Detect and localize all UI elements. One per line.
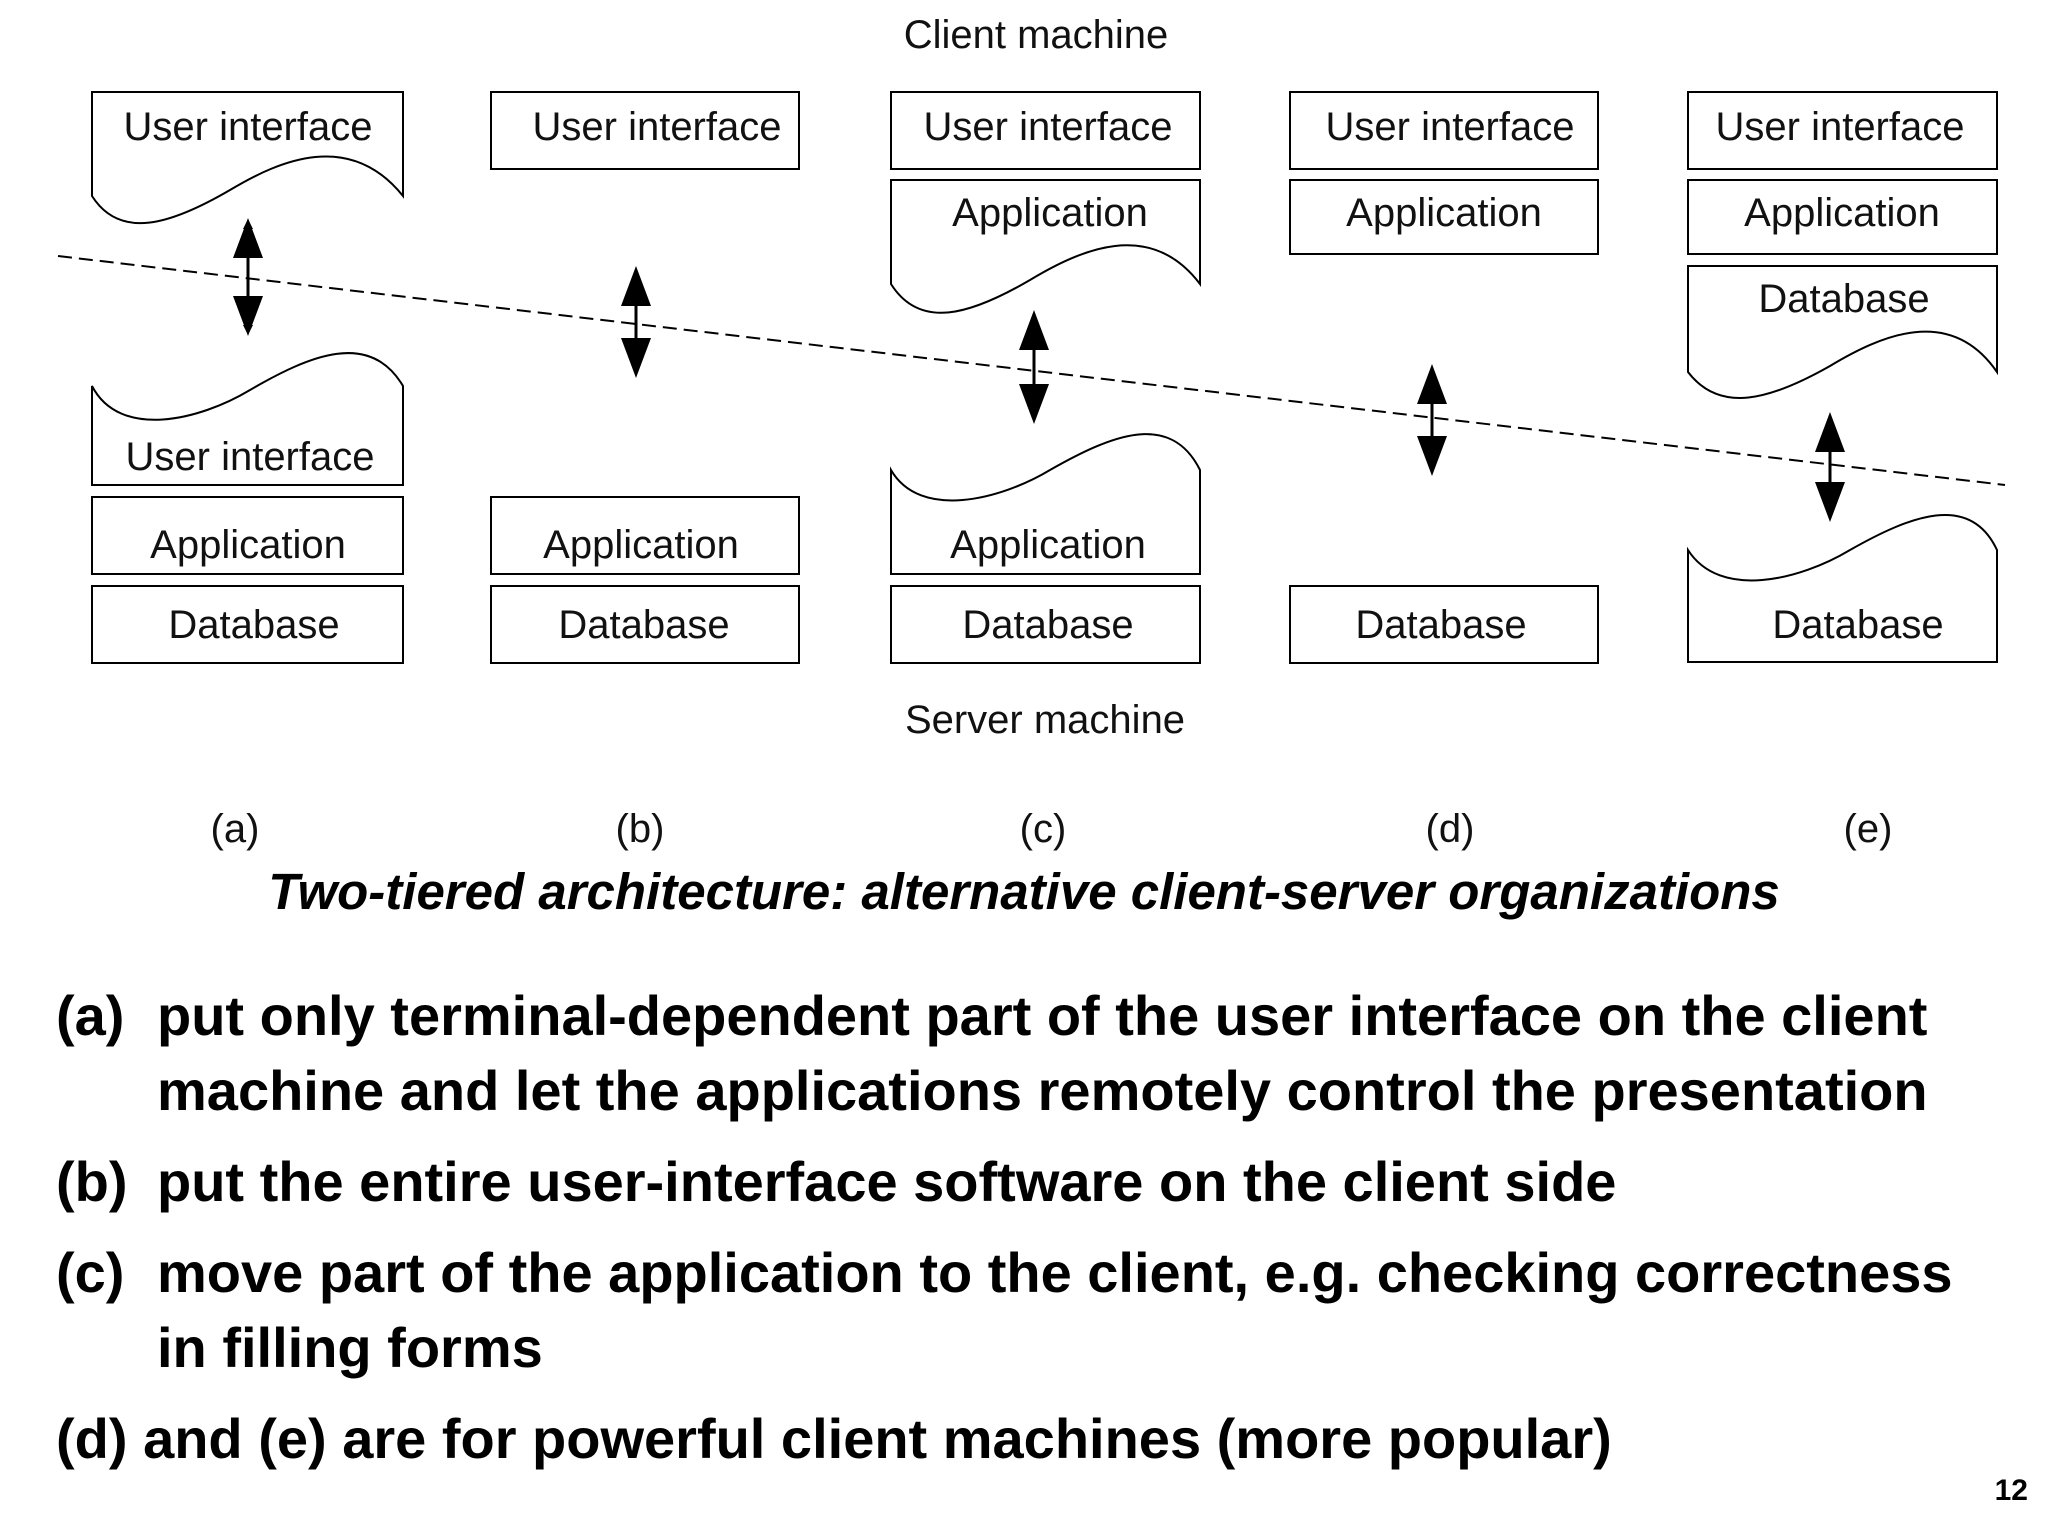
box-label: Database (558, 603, 729, 647)
box (890, 91, 1201, 170)
partial-box-server (91, 352, 404, 486)
column-c: User interface Application Application D… (890, 91, 1201, 851)
partial-box-server (1687, 514, 1998, 663)
box-label: Database (1758, 277, 1929, 321)
bullet-item-b: (b) put the entire user-interface softwa… (56, 1144, 1986, 1219)
column-a: User interface User interface Applicatio… (91, 91, 404, 851)
bullet-list: (a) put only terminal-dependent part of … (56, 978, 1986, 1492)
figure-caption: Two-tiered architecture: alternative cli… (268, 863, 1780, 920)
partial-box-client (91, 91, 404, 225)
box (91, 496, 404, 575)
box (1687, 91, 1998, 170)
box-label: Application (950, 523, 1146, 567)
bullet-item-a: (a) put only terminal-dependent part of … (56, 978, 1986, 1128)
architecture-diagram: Client machine Server machine User inter… (57, 13, 2006, 851)
client-machine-label: Client machine (904, 13, 1169, 57)
box (490, 496, 800, 575)
partial-box-client (1687, 265, 1998, 399)
box-label: User interface (924, 105, 1173, 149)
bullet-text: put the entire user-interface software o… (157, 1150, 1617, 1213)
bullet-text: move part of the application to the clie… (157, 1241, 1953, 1379)
box (1687, 179, 1998, 255)
box-label: Database (1772, 603, 1943, 647)
bullet-marker: (a) (56, 984, 125, 1047)
box-label: User interface (1716, 105, 1965, 149)
box-label: User interface (533, 105, 782, 149)
box (490, 91, 800, 170)
box-label: User interface (126, 435, 375, 479)
box-label: Database (168, 603, 339, 647)
client-server-boundary (57, 255, 2006, 486)
box-label: Application (543, 523, 739, 567)
box-label: Database (1355, 603, 1526, 647)
server-machine-label: Server machine (905, 698, 1185, 742)
bullet-marker: (c) (56, 1241, 125, 1304)
box-label: Application (150, 523, 346, 567)
box-label: User interface (124, 105, 373, 149)
bullet-item-c: (c) move part of the application to the … (56, 1235, 1986, 1385)
column-label: (d) (1426, 807, 1475, 851)
box-label: Application (1744, 191, 1940, 235)
bullet-marker: (d) (56, 1407, 128, 1470)
column-label: (b) (616, 807, 665, 851)
bullet-marker: (b) (56, 1150, 128, 1213)
bullet-text: and (e) are for powerful client machines… (143, 1407, 1612, 1470)
bullet-text: put only terminal-dependent part of the … (157, 984, 1928, 1122)
box (1289, 585, 1599, 664)
box-label: Database (962, 603, 1133, 647)
box-label: Application (952, 191, 1148, 235)
column-b: User interface Application Database (b) (490, 91, 800, 851)
partial-box-server (890, 433, 1201, 575)
box-label: Application (1346, 191, 1542, 235)
box (890, 585, 1201, 664)
column-label: (e) (1844, 807, 1893, 851)
column-e: User interface Application Database Data… (1687, 91, 1998, 851)
page-number: 12 (1994, 1474, 2028, 1507)
column-label: (a) (211, 807, 260, 851)
box (91, 585, 404, 664)
bullet-item-d: (d) and (e) are for powerful client mach… (56, 1401, 1986, 1476)
box (1289, 179, 1599, 255)
column-label: (c) (1020, 807, 1067, 851)
partial-box-client (890, 179, 1201, 314)
box-label: User interface (1326, 105, 1575, 149)
box (1289, 91, 1599, 170)
column-d: User interface Application Database (d) (1289, 91, 1599, 851)
box (490, 585, 800, 664)
